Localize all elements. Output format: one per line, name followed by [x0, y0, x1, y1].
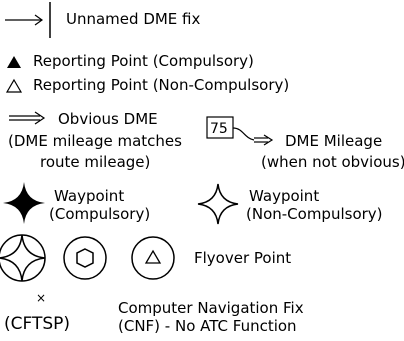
arrow-bar-icon: [5, 2, 51, 38]
filled-triangle-icon: [7, 56, 21, 68]
waypoint-compulsory-line1: Waypoint: [54, 187, 125, 205]
obvious-dme-line3: route mileage): [40, 153, 151, 171]
flyover-point-label: Flyover Point: [194, 249, 292, 267]
open-star-icon: [197, 183, 239, 225]
obvious-dme-line2: (DME mileage matches: [8, 132, 182, 150]
cnf-marker: ×: [36, 291, 47, 305]
cnf-line2: (CNF) - No ATC Function: [118, 317, 297, 335]
reporting-non-compulsory-label: Reporting Point (Non-Compulsory): [33, 76, 290, 94]
obvious-dme-line1: Obvious DME: [58, 110, 158, 128]
cnf-line1: Computer Navigation Fix: [118, 299, 304, 317]
open-arrow-icon: [9, 111, 46, 125]
dme-mileage-box-value: 75: [210, 121, 228, 137]
open-triangle-icon: [5, 78, 23, 93]
waypoint-non-compulsory-line1: Waypoint: [249, 187, 320, 205]
unnamed-dme-fix-label: Unnamed DME fix: [66, 10, 201, 28]
flyover-hexagon-icon: [63, 236, 107, 280]
reporting-compulsory-label: Reporting Point (Compulsory): [33, 52, 254, 70]
cnf-code: (CFTSP): [4, 314, 71, 334]
boxed-mileage-arrow-icon: [206, 116, 274, 146]
flyover-triangle-icon: [131, 236, 175, 280]
filled-star-icon: [3, 182, 45, 224]
dme-mileage-line1: DME Mileage: [285, 132, 383, 150]
waypoint-compulsory-line2: (Compulsory): [49, 205, 151, 223]
dme-mileage-line2: (when not obvious): [261, 153, 404, 171]
flyover-star-icon: [0, 234, 46, 282]
waypoint-non-compulsory-line2: (Non-Compulsory): [246, 205, 383, 223]
